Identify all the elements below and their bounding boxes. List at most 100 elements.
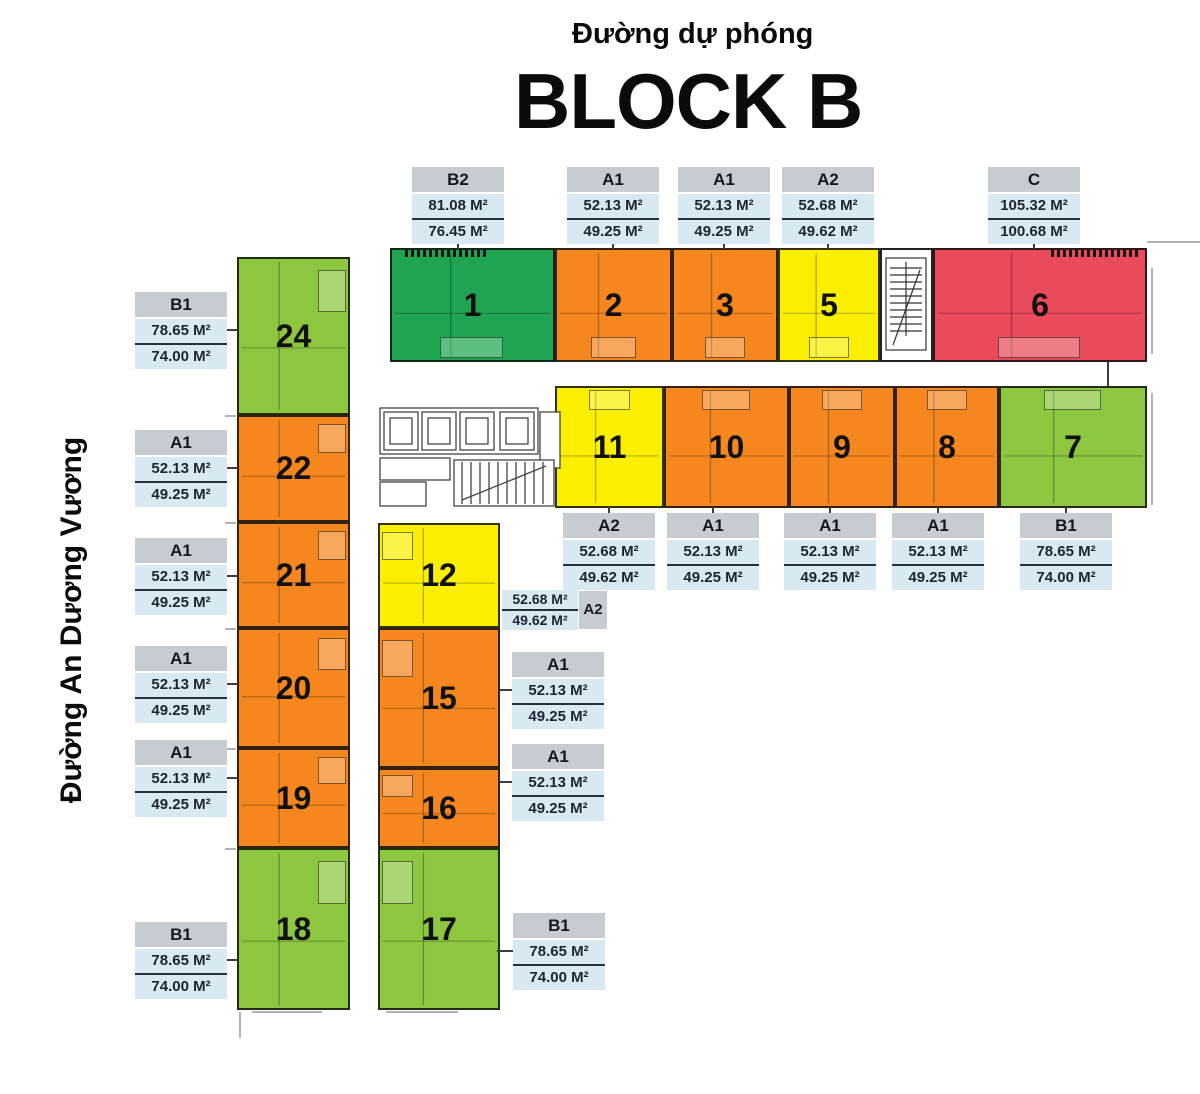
balcony-line [252, 1011, 322, 1013]
label-connector [224, 959, 238, 961]
area-label-a2: A2 52.68 M² 49.62 M² [563, 513, 655, 590]
elevators-icon [379, 407, 561, 507]
unit-number: 7 [1064, 428, 1082, 465]
area-gross: 52.13 M² [135, 673, 227, 697]
stairwell-top [880, 248, 933, 362]
unit-10: 10 [664, 386, 789, 508]
label-connector [712, 507, 714, 514]
area-net: 49.25 M² [135, 589, 227, 615]
area-net: 49.25 M² [512, 703, 604, 729]
unit-18: 18 [237, 848, 350, 1010]
unit-number: 15 [421, 679, 457, 716]
area-label-b2: B2 81.08 M² 76.45 M² [412, 167, 504, 244]
area-label-a1: A1 52.13 M² 49.25 M² [135, 430, 227, 507]
unit-24: 24 [237, 257, 350, 415]
unit-number: 18 [275, 910, 312, 947]
road-label-top: Đường dự phóng [572, 18, 814, 50]
label-connector [499, 781, 513, 783]
unit-number: 10 [708, 428, 745, 465]
balcony-line [1151, 268, 1153, 354]
area-net: 74.00 M² [1020, 564, 1112, 590]
wall-tick [225, 748, 236, 750]
unit-number: 20 [275, 669, 312, 706]
area-net: 49.25 M² [135, 697, 227, 723]
label-connector [499, 689, 513, 691]
area-label-a1: A1 52.13 M² 49.25 M² [135, 646, 227, 723]
label-connector [226, 575, 238, 577]
unit-type: C [988, 167, 1080, 192]
area-gross: 52.13 M² [512, 679, 604, 703]
unit-number: 9 [833, 428, 851, 465]
unit-number: 12 [421, 557, 457, 593]
area-gross: 52.13 M² [678, 194, 770, 218]
unit-type: A1 [135, 430, 227, 455]
area-gross: 52.13 M² [667, 540, 759, 564]
unit-9: 9 [789, 386, 895, 508]
area-gross: 52.68 M² [782, 194, 874, 218]
dimension-line [239, 1012, 241, 1038]
label-connector [723, 239, 725, 249]
unit-type: A2 [782, 167, 874, 192]
area-label-a1: A1 52.13 M² 49.25 M² [667, 513, 759, 590]
area-net: 74.00 M² [135, 973, 227, 999]
area-net: 49.25 M² [135, 481, 227, 507]
label-connector [1033, 239, 1035, 249]
unit-17: 17 [378, 848, 500, 1010]
unit-type: A1 [678, 167, 770, 192]
area-label-a1: A1 52.13 M² 49.25 M² [135, 538, 227, 615]
unit-15: 15 [378, 628, 500, 768]
area-net: 49.25 M² [784, 564, 876, 590]
elevator-stair-core [378, 404, 562, 510]
label-connector [226, 777, 238, 779]
area-net: 49.25 M² [135, 791, 227, 817]
road-line-top-right [1147, 241, 1200, 243]
area-gross: 52.13 M² [784, 540, 876, 564]
unit-number: 22 [275, 450, 312, 486]
area-label-b1: B1 78.65 M² 74.00 M² [1020, 513, 1112, 590]
unit-5: 5 [778, 248, 880, 362]
unit-type: A2 [563, 513, 655, 538]
area-gross: 105.32 M² [988, 194, 1080, 218]
area-net: 49.62 M² [782, 218, 874, 244]
unit-22: 22 [237, 415, 350, 522]
area-net: 49.62 M² [502, 609, 578, 630]
unit-8: 8 [895, 386, 999, 508]
balcony-hatch [1050, 250, 1141, 257]
balcony-line [386, 1011, 458, 1013]
unit-16: 16 [378, 768, 500, 848]
road-label-left: Đường An Dương Vương [55, 436, 88, 804]
area-gross: 81.08 M² [412, 194, 504, 218]
wall-line [1107, 362, 1109, 386]
area-label-a1: A1 52.13 M² 49.25 M² [892, 513, 984, 590]
unit-type: B1 [513, 913, 605, 938]
unit-19: 19 [237, 748, 350, 848]
unit-number: 3 [716, 286, 734, 323]
area-net: 74.00 M² [513, 964, 605, 990]
unit-type: B1 [1020, 513, 1112, 538]
unit-number: 11 [592, 428, 627, 465]
label-connector [827, 239, 829, 249]
area-gross: 52.13 M² [135, 565, 227, 589]
area-label-b1: B1 78.65 M² 74.00 M² [513, 913, 605, 990]
area-net: 49.62 M² [563, 564, 655, 590]
unit-number: 17 [421, 910, 457, 947]
unit-number: 5 [820, 286, 838, 323]
area-label-a2: A2 52.68 M² 49.62 M² [782, 167, 874, 244]
unit-type: A1 [135, 538, 227, 563]
label-connector [226, 329, 238, 331]
area-gross: 52.68 M² [563, 540, 655, 564]
area-net: 49.25 M² [678, 218, 770, 244]
area-gross: 52.13 M² [567, 194, 659, 218]
label-connector [937, 507, 939, 514]
wall-tick [225, 628, 236, 630]
area-net: 49.25 M² [567, 218, 659, 244]
balcony-line [1151, 393, 1153, 505]
wall-tick [225, 415, 236, 417]
area-net: 74.00 M² [135, 343, 227, 369]
label-connector [497, 950, 514, 952]
wall-tick [225, 522, 236, 524]
label-connector [829, 507, 831, 514]
unit-7: 7 [999, 386, 1147, 508]
label-connector [457, 239, 459, 249]
